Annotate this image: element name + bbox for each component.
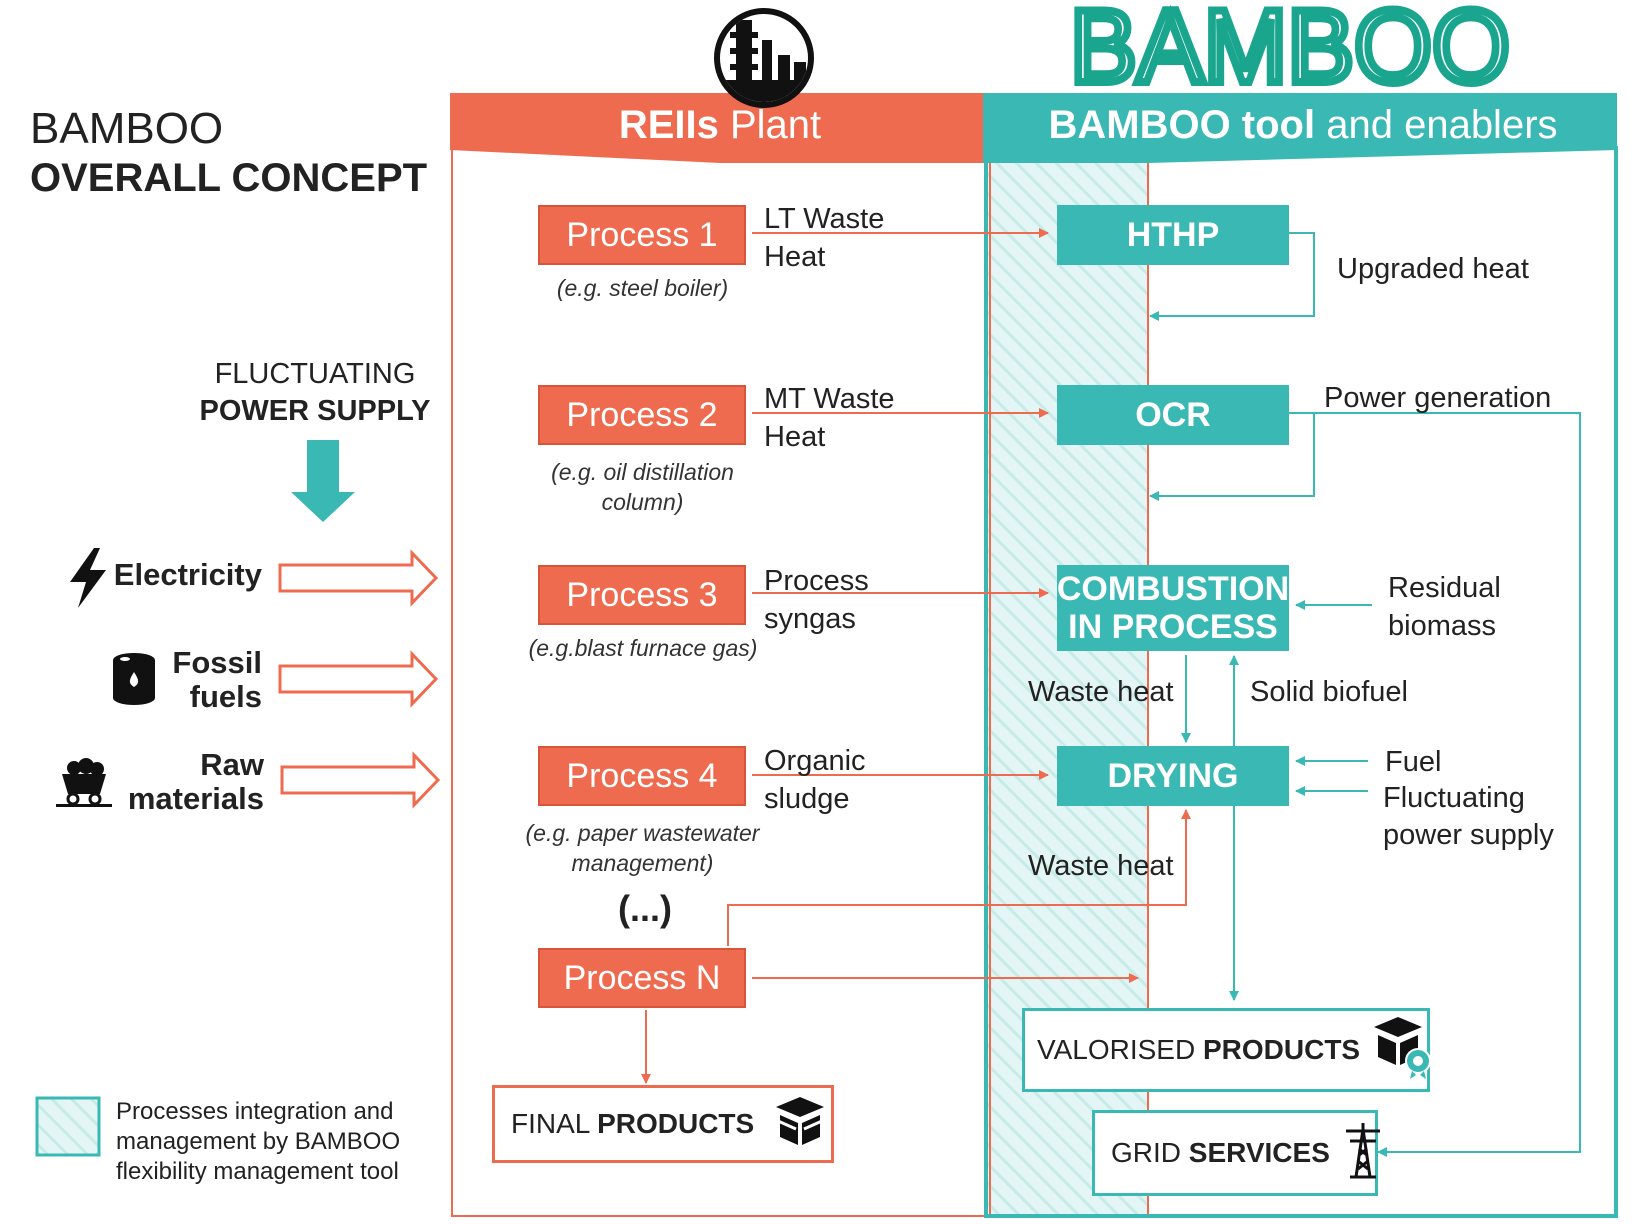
input-electricity: Electricity: [113, 557, 262, 592]
process-1-flow: LT Waste Heat: [764, 200, 884, 276]
process-2-note: (e.g. oil distillation column): [510, 457, 775, 517]
final-products-box[interactable]: FINAL PRODUCTS: [492, 1085, 834, 1163]
ocr-box[interactable]: OCR: [1057, 385, 1289, 445]
residual-biomass-label: Residual biomass: [1388, 569, 1501, 645]
ellipsis-text: (...): [618, 888, 672, 929]
power-supply-line2: POWER SUPPLY: [199, 395, 431, 427]
raw-line1: Raw: [200, 747, 264, 782]
power-supply-line1: FLUCTUATING: [214, 358, 416, 390]
process-1-flow-line2: Heat: [764, 241, 826, 273]
mine-cart-icon: [56, 758, 112, 813]
plant-header-rest: Plant: [718, 103, 822, 147]
process-1-note: (e.g. steel boiler): [556, 275, 729, 301]
fossil-fuels-arrow: [278, 650, 439, 708]
svg-text:BAMBOO: BAMBOO: [1070, 2, 1510, 94]
grid-services-plain: GRID: [1111, 1137, 1189, 1168]
final-products-plain: FINAL: [511, 1108, 598, 1139]
process-2-note-line2: column): [601, 489, 684, 515]
plant-frame: [451, 147, 991, 1217]
power-supply-label: FLUCTUATING POWER SUPPLY: [190, 358, 440, 428]
valorised-products-box[interactable]: VALORISED PRODUCTS: [1022, 1008, 1432, 1092]
tool-header-bold: BAMBOO tool: [1048, 103, 1316, 147]
fossil-line2: fuels: [189, 679, 262, 714]
process-4-flow-line1: Organic: [764, 745, 866, 777]
waste-heat-label-2: Waste heat: [1028, 850, 1174, 882]
process-1-box[interactable]: Process 1: [538, 205, 746, 265]
bamboo-logo: BAMBOO: [1070, 2, 1510, 94]
legend-line3: flexibility management tool: [116, 1158, 399, 1185]
final-products-bold: PRODUCTS: [597, 1108, 755, 1139]
power-supply-arrow: [291, 440, 355, 522]
process-n-box[interactable]: Process N: [538, 948, 746, 1008]
open-box-icon: [772, 1093, 828, 1156]
tool-header-bg: [983, 93, 1617, 163]
process-4-flow: Organic sludge: [764, 742, 866, 818]
process-2-flow-line2: Heat: [764, 421, 826, 453]
process-4-note-line2: management): [571, 850, 714, 876]
process-3-note: (e.g.blast furnace gas): [528, 635, 758, 661]
hthp-box[interactable]: HTHP: [1057, 205, 1289, 265]
fuel-label: Fuel: [1385, 746, 1442, 778]
residual-biomass-line2: biomass: [1388, 610, 1496, 642]
valorised-products-plain: VALORISED: [1037, 1034, 1203, 1065]
input-fossil-fuels: Fossil fuels: [150, 646, 262, 714]
tool-header-rest: and enablers: [1315, 103, 1558, 147]
tool-header: BAMBOO tool and enablers: [990, 103, 1616, 148]
process-2-box[interactable]: Process 2: [538, 385, 746, 445]
residual-biomass-line1: Residual: [1388, 572, 1501, 604]
certified-box-icon: [1370, 1015, 1434, 1086]
process-4-note: (e.g. paper wastewater management): [505, 818, 780, 878]
process-4-box[interactable]: Process 4: [538, 746, 746, 806]
process-3-flow-line2: syngas: [764, 603, 856, 635]
process-4-note-line1: (e.g. paper wastewater: [525, 820, 760, 846]
grid-services-box[interactable]: GRID SERVICES: [1092, 1110, 1380, 1196]
power-generation-arrow: [1288, 412, 1581, 1157]
process-3-box[interactable]: Process 3: [538, 565, 746, 625]
upgraded-heat-label: Upgraded heat: [1337, 253, 1529, 285]
raw-line2: materials: [127, 781, 264, 816]
combustion-line1: COMBUSTION: [1056, 570, 1290, 608]
waste-heat-to-drying-arrow: [727, 809, 1191, 946]
process-4-flow-line2: sludge: [764, 783, 850, 815]
solid-biofuel-label: Solid biofuel: [1250, 676, 1408, 708]
process-2-note-line1: (e.g. oil distillation: [551, 459, 734, 485]
valorised-products-bold: PRODUCTS: [1202, 1034, 1361, 1065]
power-tower-icon: [1342, 1121, 1384, 1186]
title-line2: OVERALL CONCEPT: [30, 156, 428, 200]
fluctuating-power-label: Fluctuating power supply: [1383, 780, 1554, 854]
fluct-line2: power supply: [1383, 819, 1554, 851]
plant-header-bold: REIIs: [618, 103, 719, 147]
factory-icon: [714, 8, 814, 108]
combustion-line2: IN PROCESS: [1068, 608, 1278, 646]
legend-text: Processes integration and management by …: [116, 1097, 400, 1187]
fossil-line1: Fossil: [172, 645, 262, 680]
drying-box[interactable]: DRYING: [1057, 746, 1289, 806]
upgraded-heat-loop: [1149, 232, 1315, 321]
waste-heat-label-1: Waste heat: [1028, 676, 1174, 708]
oil-barrel-icon: [111, 652, 157, 711]
process-3-flow: Process syngas: [764, 562, 869, 638]
grid-services-bold: SERVICES: [1188, 1137, 1330, 1168]
legend-line2: management by BAMBOO: [116, 1128, 401, 1155]
electricity-arrow: [278, 549, 439, 607]
title-line1: BAMBOO: [30, 104, 224, 153]
input-raw-materials: Raw materials: [112, 748, 264, 816]
plant-header: REIIs Plant: [450, 103, 990, 148]
logo-mark-icon: BAMBOO: [1070, 2, 1510, 94]
legend-swatch: [35, 1096, 101, 1157]
page-title: BAMBOO OVERALL CONCEPT: [30, 104, 427, 201]
raw-materials-arrow: [280, 751, 441, 809]
power-generation-label: Power generation: [1324, 382, 1552, 414]
process-2-flow-line1: MT Waste: [764, 383, 895, 415]
fluct-line1: Fluctuating: [1383, 782, 1525, 814]
process-3-flow-line1: Process: [764, 565, 869, 597]
legend-line1: Processes integration and: [116, 1098, 394, 1125]
process-1-flow-line1: LT Waste: [764, 203, 885, 235]
plant-header-bg: [450, 93, 990, 163]
combustion-box[interactable]: COMBUSTION IN PROCESS: [1057, 565, 1289, 651]
process-2-flow: MT Waste Heat: [764, 380, 895, 456]
lightning-icon: [66, 548, 110, 613]
input-arrows: [278, 549, 441, 809]
